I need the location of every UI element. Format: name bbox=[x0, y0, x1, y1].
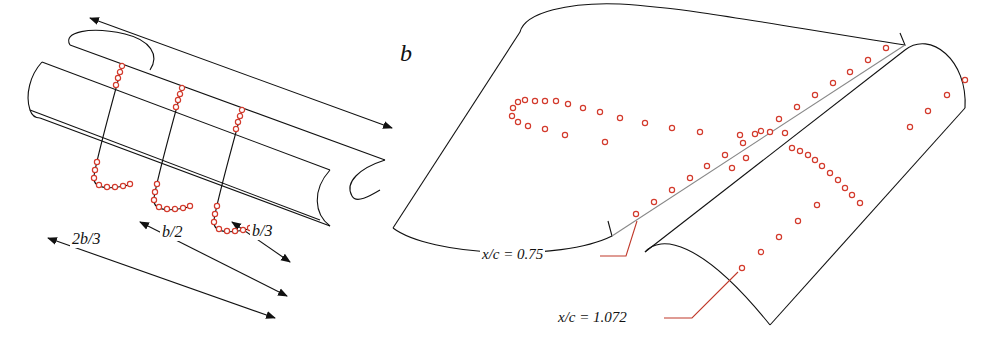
station-label: x/c = 1.072 bbox=[556, 309, 629, 326]
station-label: x/c = 0.75 bbox=[480, 246, 545, 263]
dimension-label: 2b/3 bbox=[70, 230, 102, 248]
dimension-label: b/2 bbox=[160, 223, 184, 241]
span-label: b bbox=[398, 40, 414, 66]
dimension-label: b/3 bbox=[250, 222, 274, 240]
